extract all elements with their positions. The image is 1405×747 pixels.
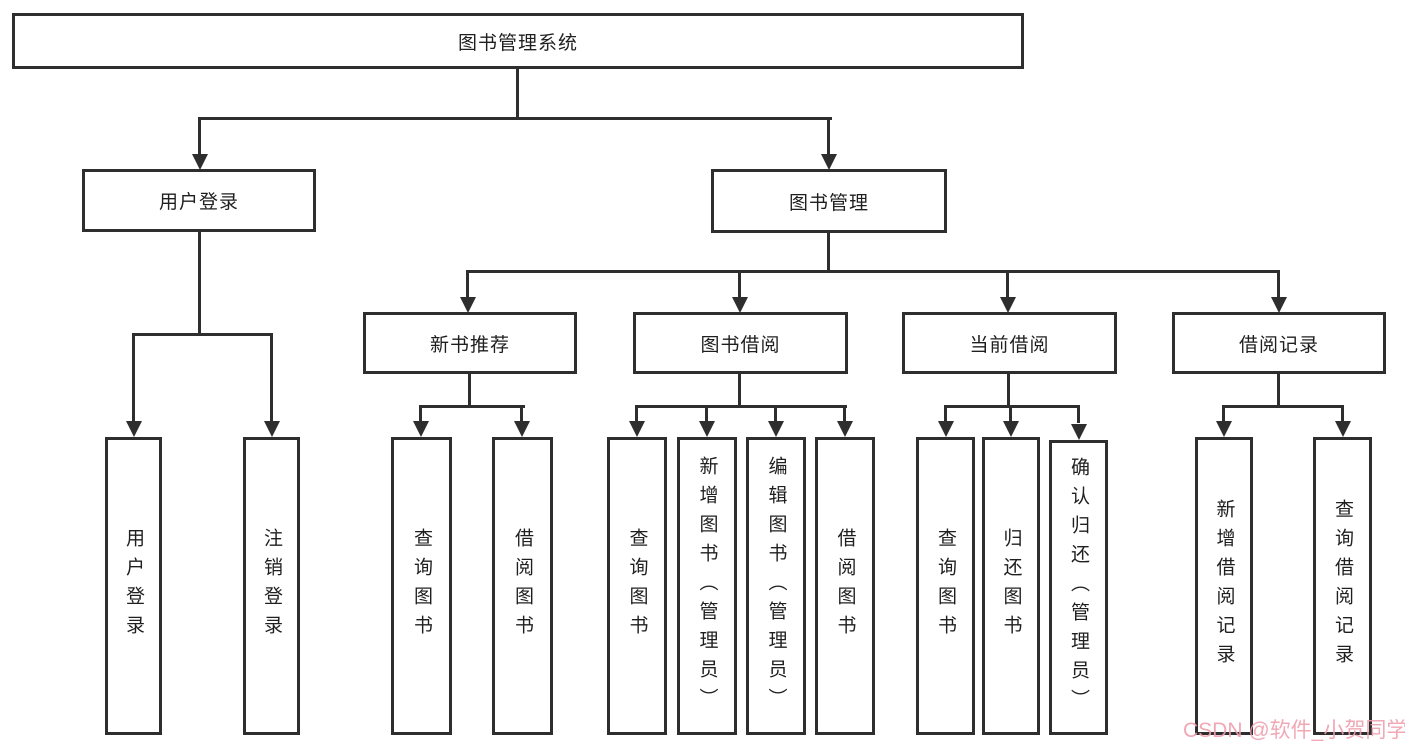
node-leaf-return-book-label: 归还图书 (1000, 528, 1022, 644)
node-leaf-query-borrow-record: 查询借阅记录 (1313, 437, 1372, 735)
node-new-book-recommend-label: 新书推荐 (429, 334, 510, 356)
connector-line (738, 374, 741, 408)
node-leaf-user-login: 用户登录 (105, 437, 162, 735)
connector-line (419, 405, 422, 423)
node-leaf-borrow-book-label: 借阅图书 (834, 528, 856, 644)
node-leaf-return-book: 归还图书 (982, 437, 1040, 735)
connector-line (635, 405, 638, 423)
arrowhead-down-icon (192, 154, 208, 170)
connector-line (827, 117, 830, 155)
node-leaf-confirm-return-admin: 确认归还（管理员） (1049, 440, 1108, 735)
node-book-management-label: 图书管理 (788, 192, 869, 214)
connector-line (270, 333, 273, 421)
arrowhead-down-icon (938, 421, 954, 437)
arrowhead-down-icon (126, 421, 142, 437)
connector-line (1009, 405, 1012, 423)
node-leaf-query-book-current: 查询图书 (916, 437, 975, 735)
node-leaf-query-book-borrow: 查询图书 (607, 437, 667, 735)
connector-line (1277, 374, 1280, 408)
arrowhead-down-icon (821, 154, 837, 170)
node-new-book-recommend: 新书推荐 (363, 312, 577, 374)
connector-line (1277, 270, 1280, 300)
arrowhead-down-icon (413, 421, 429, 437)
connector-line (944, 405, 1080, 408)
connector-line (1006, 270, 1009, 300)
node-borrow-record-label: 借阅记录 (1238, 334, 1319, 356)
connector-line (705, 405, 708, 423)
arrowhead-down-icon (1216, 421, 1232, 437)
connector-line (419, 405, 525, 408)
csdn-watermark: CSDN @软件_小贺同学 (1183, 719, 1405, 742)
connector-line (198, 117, 832, 120)
node-book-borrow-label: 图书借阅 (700, 334, 781, 356)
arrowhead-down-icon (768, 421, 784, 437)
node-user-login-label: 用户登录 (158, 192, 239, 213)
node-leaf-add-borrow-record: 新增借阅记录 (1195, 437, 1253, 735)
node-leaf-query-book-borrow-label: 查询图书 (626, 528, 648, 644)
node-user-login: 用户登录 (82, 169, 316, 232)
arrowhead-down-icon (1271, 297, 1287, 313)
node-leaf-borrow-book-recommend-label: 借阅图书 (512, 528, 533, 644)
connector-line (843, 405, 846, 423)
connector-line (774, 405, 777, 423)
node-library-system: 图书管理系统 (12, 13, 1024, 69)
node-leaf-logout-label: 注销登录 (261, 528, 282, 644)
connector-line (468, 374, 471, 408)
arrowhead-down-icon (1335, 421, 1351, 437)
arrowhead-down-icon (1003, 421, 1019, 437)
connector-line (1007, 374, 1010, 408)
connector-line (944, 405, 947, 423)
connector-line (1222, 405, 1343, 408)
connector-line (466, 270, 1280, 273)
node-leaf-edit-book-admin: 编辑图书（管理员） (746, 437, 806, 735)
connector-line (516, 69, 519, 120)
arrowhead-down-icon (699, 421, 715, 437)
node-current-borrow: 当前借阅 (902, 312, 1117, 374)
node-leaf-add-book-admin: 新增图书（管理员） (677, 437, 737, 735)
arrowhead-down-icon (1000, 297, 1016, 313)
connector-line (738, 270, 741, 300)
connector-line (1341, 405, 1344, 423)
connector-line (520, 405, 523, 423)
node-current-borrow-label: 当前借阅 (969, 334, 1050, 356)
connector-line (132, 333, 273, 336)
node-leaf-query-book-recommend: 查询图书 (391, 437, 452, 735)
connector-line (1077, 405, 1080, 423)
arrowhead-down-icon (629, 421, 645, 437)
node-book-borrow: 图书借阅 (633, 312, 848, 374)
arrowhead-down-icon (514, 421, 530, 437)
node-borrow-record: 借阅记录 (1172, 312, 1386, 374)
node-leaf-user-login-label: 用户登录 (123, 528, 144, 644)
arrowhead-down-icon (837, 421, 853, 437)
node-leaf-borrow-book-recommend: 借阅图书 (492, 437, 553, 735)
arrowhead-down-icon (264, 421, 280, 437)
node-leaf-query-book-current-label: 查询图书 (935, 528, 956, 644)
connector-line (466, 270, 469, 300)
connector-line (132, 333, 135, 421)
node-library-system-label: 图书管理系统 (457, 32, 578, 54)
node-book-management: 图书管理 (711, 169, 947, 233)
node-leaf-confirm-return-admin-label: 确认归还（管理员） (1068, 457, 1089, 718)
node-leaf-add-borrow-record-label: 新增借阅记录 (1213, 499, 1235, 673)
node-leaf-query-book-recommend-label: 查询图书 (411, 528, 432, 644)
node-leaf-logout: 注销登录 (243, 437, 300, 735)
arrowhead-down-icon (460, 297, 476, 313)
arrowhead-down-icon (732, 297, 748, 313)
connector-line (198, 117, 201, 155)
arrowhead-down-icon (1071, 424, 1087, 440)
connector-line (635, 405, 847, 408)
connector-line (827, 233, 830, 273)
connector-line (198, 232, 201, 336)
node-leaf-add-book-admin-label: 新增图书（管理员） (696, 455, 718, 717)
node-leaf-edit-book-admin-label: 编辑图书（管理员） (765, 455, 787, 717)
node-leaf-query-borrow-record-label: 查询借阅记录 (1332, 499, 1353, 673)
connector-line (1222, 405, 1225, 423)
node-leaf-borrow-book: 借阅图书 (815, 437, 875, 735)
